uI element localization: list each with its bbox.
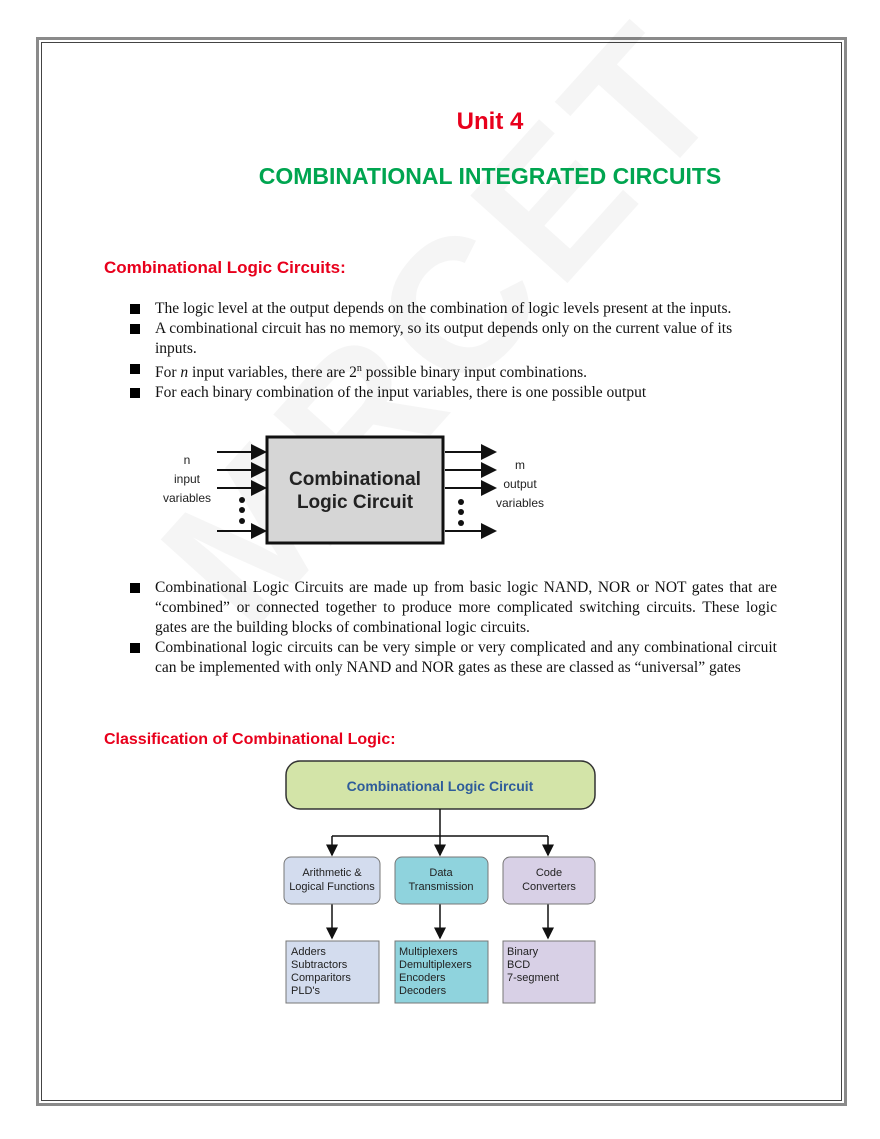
svg-text:Binary: Binary: [507, 946, 539, 958]
svg-text:Demultiplexers: Demultiplexers: [399, 959, 472, 971]
bullet-list: Combinational Logic Circuits are made up…: [130, 578, 777, 678]
list-item: Combinational Logic Circuits are made up…: [130, 578, 777, 638]
svg-text:BCD: BCD: [507, 959, 530, 971]
svg-text:Encoders: Encoders: [399, 972, 446, 984]
svg-text:7-segment: 7-segment: [507, 972, 559, 984]
category-node: [394, 856, 489, 905]
svg-text:Logic Circuit: Logic Circuit: [297, 492, 414, 513]
items-node: [285, 940, 380, 1004]
svg-text:Converters: Converters: [522, 881, 576, 893]
svg-text:Code: Code: [536, 867, 562, 879]
svg-text:Decoders: Decoders: [399, 985, 447, 997]
section-heading: Classification of Combinational Logic:: [104, 731, 396, 748]
list-item: Combinational logic circuits can be very…: [130, 638, 777, 678]
svg-text:variables: variables: [163, 491, 211, 505]
svg-text:Combinational: Combinational: [289, 469, 421, 490]
list-item: For each binary combination of the input…: [130, 383, 777, 403]
svg-text:m: m: [515, 458, 525, 472]
svg-text:Multiplexers: Multiplexers: [399, 946, 458, 958]
list-item: A combinational circuit has no memory, s…: [130, 319, 777, 359]
items-node: [502, 940, 596, 1004]
list-item: The logic level at the output depends on…: [130, 299, 777, 319]
svg-text:Arithmetic &: Arithmetic &: [302, 867, 362, 879]
list-item: For n input variables, there are 2n poss…: [130, 359, 777, 383]
page-title: COMBINATIONAL INTEGRATED CIRCUITS: [258, 163, 722, 189]
classification-diagram: Combinational Logic Circuit Arithmetic &…: [283, 760, 596, 1004]
circuit-box: [265, 435, 445, 545]
combinational-circuit-diagram: Combinational Logic Circuit n input variab…: [163, 435, 544, 545]
svg-text:output: output: [503, 477, 537, 491]
bullet-list: The logic level at the output depends on…: [130, 299, 777, 403]
svg-text:n: n: [184, 453, 191, 467]
svg-text:Logical Functions: Logical Functions: [289, 881, 375, 893]
svg-text:input: input: [174, 472, 201, 486]
category-node: [283, 856, 381, 905]
svg-text:Subtractors: Subtractors: [291, 959, 348, 971]
page-border: [36, 37, 847, 1106]
svg-text:Comparitors: Comparitors: [291, 972, 351, 984]
items-node: [394, 940, 489, 1004]
section-heading: Combinational Logic Circuits:: [104, 258, 346, 277]
svg-text:Transmission: Transmission: [409, 881, 474, 893]
svg-text:Adders: Adders: [291, 946, 326, 958]
svg-text:Data: Data: [429, 867, 453, 879]
svg-text:variables: variables: [496, 496, 544, 510]
category-node: [502, 856, 596, 905]
unit-heading: Unit 4: [456, 108, 524, 135]
svg-text:Combinational Logic Circuit: Combinational Logic Circuit: [347, 778, 534, 794]
svg-text:PLD's: PLD's: [291, 985, 320, 997]
